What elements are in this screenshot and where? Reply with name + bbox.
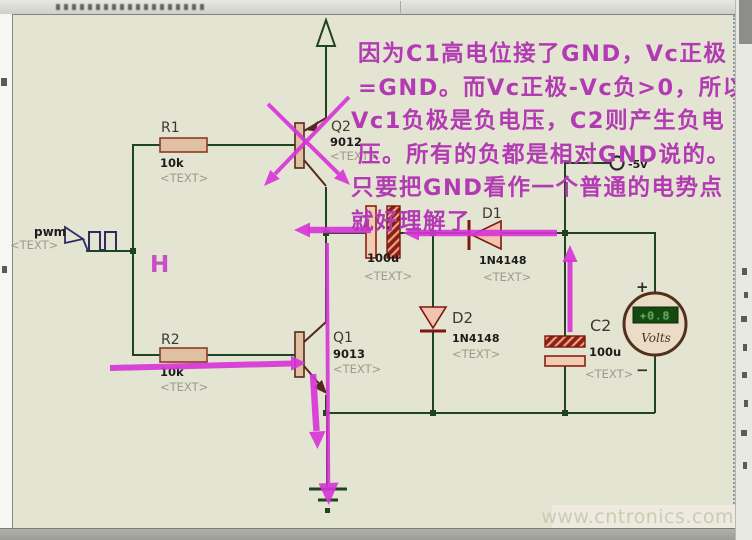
- up-arrow-icon: [562, 245, 578, 262]
- watermark-band: [552, 505, 735, 528]
- d2-ref: D2: [452, 309, 473, 327]
- d2-value: 1N4148: [452, 332, 499, 345]
- bottom-gray-bar: [0, 528, 752, 540]
- q2-value: 9012: [330, 135, 362, 149]
- transistor-q2[interactable]: Q2 9012 <TEXT>: [294, 117, 378, 187]
- pwm-label: pwm: [34, 225, 66, 239]
- c2-value: 100u: [589, 345, 621, 359]
- c2-prop: <TEXT>: [585, 367, 633, 381]
- annotation-line: 就好理解了: [351, 208, 472, 235]
- terminal-label: -5v: [628, 158, 648, 171]
- r1-prop: <TEXT>: [160, 171, 208, 185]
- pwm-prop: <TEXT>: [10, 238, 58, 252]
- transistor-q1[interactable]: Q1 9013 <TEXT>: [294, 321, 381, 394]
- annotation-line: 因为C1高电位接了GND，Vc正极: [358, 41, 728, 67]
- r1-ref: R1: [161, 120, 180, 136]
- edge-artifact: [2, 266, 7, 273]
- q1-prop: <TEXT>: [333, 362, 381, 376]
- resistor-r1[interactable]: R1 10k <TEXT>: [159, 120, 208, 185]
- pulse-waveform-icon: [88, 231, 117, 251]
- d1-value: 1N4148: [479, 254, 526, 267]
- power-terminal-icon[interactable]: [315, 16, 337, 47]
- net-label-h: H: [150, 252, 170, 278]
- voltmeter-reading: +0.8: [640, 310, 671, 323]
- resistor-r2[interactable]: R2 10k <TEXT>: [159, 332, 208, 394]
- capacitor-c2[interactable]: C2 100u <TEXT>: [544, 316, 633, 381]
- annotation-line: 只要把GND看作一个普通的电势点: [351, 175, 724, 201]
- d2-prop: <TEXT>: [452, 347, 500, 361]
- c2-ref: C2: [590, 316, 611, 335]
- pwm-source[interactable]: pwm <TEXT>: [10, 225, 117, 252]
- window-title-strip: [0, 0, 752, 15]
- r2-prop: <TEXT>: [160, 380, 208, 394]
- c1-value: 100u: [367, 251, 399, 265]
- r2-ref: R2: [161, 332, 180, 348]
- left-arrow-short-icon: [294, 222, 310, 238]
- title-text-smudge: [56, 4, 204, 10]
- c1-prop: <TEXT>: [364, 269, 412, 283]
- annotation-text: 因为C1高电位接了GND，Vc正极 =GND。而Vc正极-Vc负>0，所以 Vc…: [351, 38, 747, 239]
- left-window-edge: [0, 14, 13, 540]
- q2-prop: <TEXT>: [330, 149, 378, 163]
- d1-prop: <TEXT>: [483, 270, 531, 284]
- annotation-line: Vc1负极是负电压，C2则产生负电: [351, 108, 726, 134]
- d1-ref: D1: [482, 206, 502, 222]
- voltmeter-plus-sign: +: [636, 278, 649, 296]
- right-arrow-icon: [291, 355, 306, 371]
- watermark: www.cntronics.com: [541, 506, 734, 528]
- edge-artifact: [1, 78, 7, 86]
- voltmeter-unit-label: Volts: [641, 331, 671, 345]
- right-scroll-strip: [735, 0, 752, 540]
- x-arrow-left-icon: [264, 169, 280, 186]
- down-arrow-long-icon: [318, 482, 339, 505]
- q1-ref: Q1: [333, 330, 353, 346]
- voltmeter-minus-sign: −: [636, 361, 649, 379]
- voltmeter-display: [632, 306, 679, 324]
- down-arrow-short-icon: [309, 431, 326, 449]
- r1-value: 10k: [160, 156, 184, 170]
- annotation-arrows: [109, 95, 578, 505]
- sheet-border: [733, 15, 735, 507]
- q1-value: 9013: [333, 347, 365, 361]
- annotation-line: =GND。而Vc正极-Vc负>0，所以: [358, 74, 747, 101]
- diode-d2[interactable]: D2 1N4148 <TEXT>: [418, 306, 500, 361]
- x-arrow-right-icon: [334, 169, 350, 185]
- left-arrow-long-icon: [403, 225, 419, 241]
- voltmeter[interactable]: +0.8 Volts + −: [622, 278, 688, 379]
- annotation-line: 压。所有的负都是相对GND说的。: [358, 141, 731, 168]
- terminal-minus5v[interactable]: -5v: [609, 155, 649, 172]
- q2-ref: Q2: [331, 119, 351, 135]
